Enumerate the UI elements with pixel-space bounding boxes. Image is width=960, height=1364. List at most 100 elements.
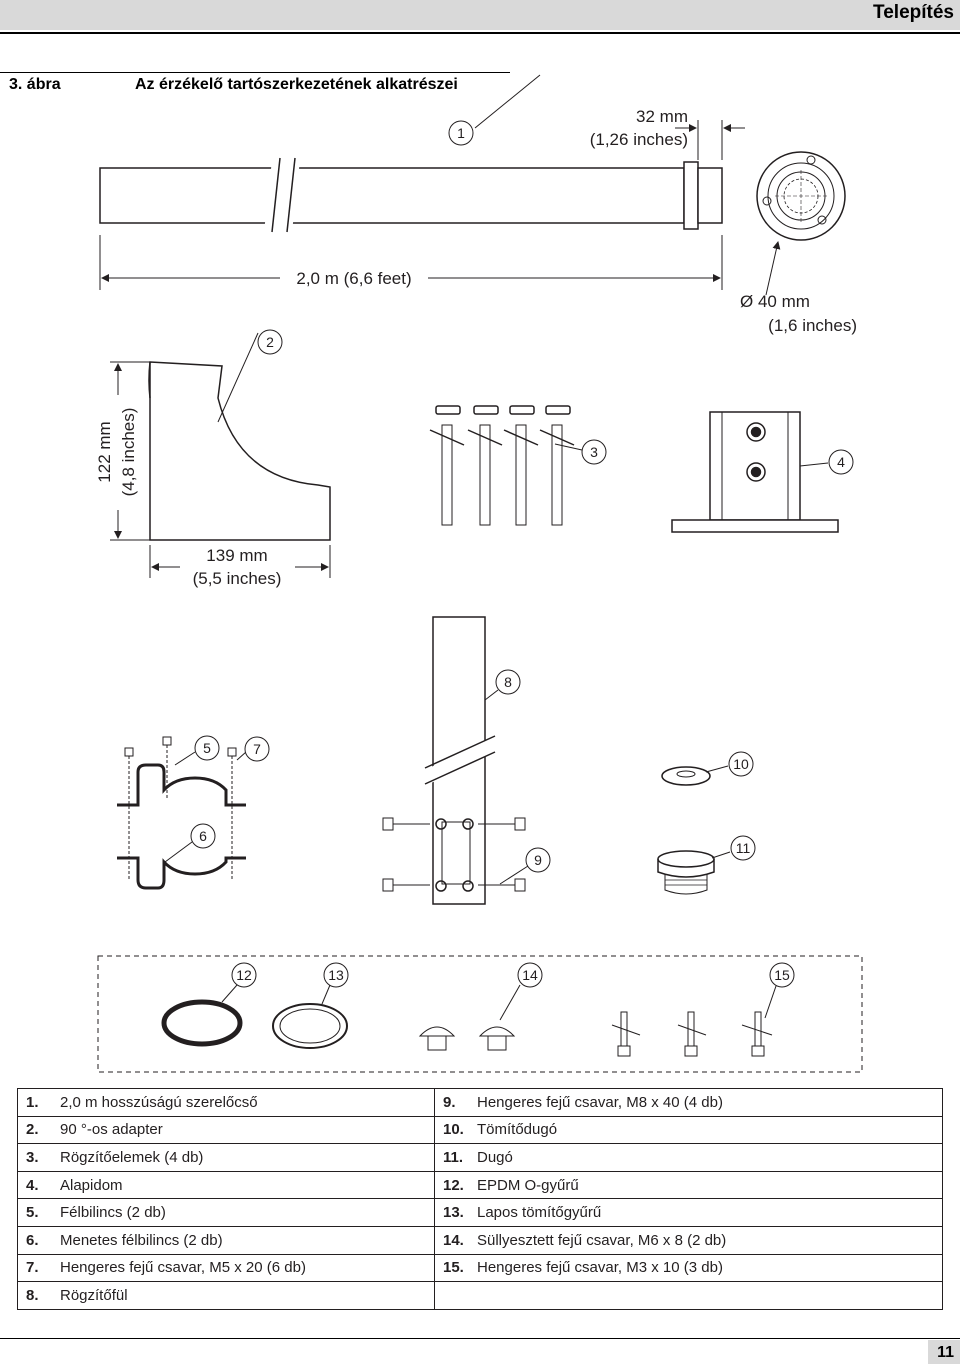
legend-row: 1. 2,0 m hosszúságú szerelőcső 9. Hengeres… (17, 1088, 943, 1117)
epdm-o-ring (161, 999, 243, 1047)
page-number-box (928, 1340, 960, 1364)
figure-number: 3. ábra (9, 76, 61, 93)
dim-adapter-height: 122 mm (95, 421, 114, 482)
legend-row: 4. Alapidom 12. EPDM O-gyűrű (17, 1170, 943, 1200)
anchors (429, 405, 575, 526)
callout-10-circle (728, 751, 754, 777)
callout-2-circle (257, 329, 283, 355)
small-parts-box (97, 955, 863, 1073)
callout-8: 8 (504, 674, 512, 690)
legend-text: Lapos tömítőgyűrű (477, 1204, 602, 1222)
legend-num: 8. (26, 1286, 39, 1304)
footer-rule (0, 1338, 960, 1339)
header-rule (0, 32, 960, 34)
legend-row: 3. Rögzítőelemek (4 db) 11. Dugó (17, 1143, 943, 1172)
sealing-plug (661, 766, 711, 786)
callout-8-circle (495, 669, 521, 695)
m8-bolts (382, 817, 526, 892)
callout-1: 1 (457, 125, 465, 141)
callout-13-circle (323, 962, 349, 988)
callout-11: 11 (736, 840, 751, 856)
legend-num: 1. (26, 1093, 39, 1111)
callout-6-circle (190, 823, 216, 849)
callout-5: 5 (203, 740, 211, 756)
half-clamps (117, 736, 246, 890)
plug (657, 850, 715, 895)
callout-3: 3 (590, 444, 598, 460)
legend-row: 7. Hengeres fejű csavar, M5 x 20 (6 db) 1… (17, 1253, 943, 1283)
legend-num: 15. (443, 1259, 464, 1277)
legend-num: 3. (26, 1148, 39, 1166)
legend-num: 10. (443, 1121, 464, 1139)
legend-text: Rögzítőelemek (4 db) (60, 1148, 204, 1166)
legend-text: Tömítődugó (477, 1121, 558, 1139)
callout-9-circle (525, 847, 551, 873)
legend-text: Dugó (477, 1148, 513, 1166)
callout-2: 2 (266, 334, 274, 350)
legend-row: 8. Rögzítőfül (17, 1281, 943, 1310)
dim-adapter-width-inch: (5,5 inches) (193, 569, 282, 588)
figure-rule (0, 72, 510, 73)
callout-7: 7 (253, 741, 261, 757)
callout-9: 9 (534, 852, 542, 868)
callout-15: 15 (774, 967, 790, 983)
legend-text: Rögzítőfül (60, 1286, 128, 1304)
legend-text: Alapidom (60, 1176, 123, 1194)
legend-num: 12. (443, 1176, 464, 1194)
header-bar (0, 0, 960, 30)
legend-text: Hengeres fejű csavar, M8 x 40 (4 db) (477, 1093, 723, 1111)
legend-num: 5. (26, 1204, 39, 1222)
callout-4-circle (828, 449, 854, 475)
legend-text: EPDM O-gyűrű (477, 1176, 579, 1194)
mounting-plate (424, 616, 496, 905)
legend-text: Menetes félbilincs (2 db) (60, 1231, 223, 1249)
callout-12-circle (231, 962, 257, 988)
legend-row: 6. Menetes félbilincs (2 db) 14. Süllyeszt… (17, 1225, 943, 1255)
m3-screws (611, 1011, 773, 1057)
callout-12: 12 (236, 967, 252, 983)
section-title: Telepítés (873, 2, 954, 23)
legend-num: 13. (443, 1204, 464, 1222)
legend-text: Félbilincs (2 db) (60, 1204, 166, 1222)
callout-5-circle (194, 735, 220, 761)
parts-drawing: 1 2 3 4 5 6 7 8 9 10 11 12 13 14 15 32 m… (95, 74, 863, 1073)
callout-15-circle (769, 962, 795, 988)
legend-num: 2. (26, 1121, 39, 1139)
legend-num: 11. (443, 1148, 464, 1166)
mounting-pipe (99, 157, 723, 233)
base-plate (671, 411, 839, 533)
dim-pipe-length: 2,0 m (6,6 feet) (296, 269, 411, 288)
legend-num: 9. (443, 1093, 456, 1111)
legend-row: 2. 90 °-os adapter 10. Tömítődugó (17, 1115, 943, 1145)
dim-adapter-width: 139 mm (206, 546, 267, 565)
callout-6: 6 (199, 828, 207, 844)
callout-4: 4 (837, 454, 845, 470)
figure-title: Az érzékelő tartószerkezetének alkatrész… (135, 76, 458, 93)
legend-text: 90 °-os adapter (60, 1121, 163, 1139)
legend-num: 4. (26, 1176, 39, 1194)
dim-pipe-dia-inch: (1,6 inches) (768, 316, 857, 335)
callout-11-circle (730, 835, 756, 861)
callout-14-circle (517, 962, 543, 988)
callout-10: 10 (733, 756, 749, 772)
callout-14: 14 (522, 967, 538, 983)
pipe-end-view (756, 151, 846, 241)
legend-num: 6. (26, 1231, 39, 1249)
countersunk-screws (418, 1026, 516, 1051)
dim-adapter-height-inch: (4,8 inches) (119, 408, 138, 497)
legend-row: 5. Félbilincs (2 db) 13. Lapos tömítőgyűrű (17, 1198, 943, 1227)
callout-7-circle (244, 736, 270, 762)
callout-3-circle (581, 439, 607, 465)
dim-flange-inch: (1,26 inches) (590, 130, 688, 149)
legend-num: 14. (443, 1231, 464, 1249)
legend-num: 7. (26, 1259, 39, 1277)
adapter-90 (148, 361, 331, 541)
parts-legend-table: 1. 2,0 m hosszúságú szerelőcső 9. Hengeres… (17, 1088, 943, 1310)
legend-text: Hengeres fejű csavar, M5 x 20 (6 db) (60, 1259, 306, 1277)
callout-1-circle (448, 120, 474, 146)
callout-13: 13 (328, 967, 344, 983)
page-number: 11 (937, 1344, 954, 1361)
dim-pipe-dia: Ø 40 mm (740, 292, 810, 311)
legend-text: 2,0 m hosszúságú szerelőcső (60, 1093, 258, 1111)
legend-text: Süllyesztett fejű csavar, M6 x 8 (2 db) (477, 1231, 727, 1249)
